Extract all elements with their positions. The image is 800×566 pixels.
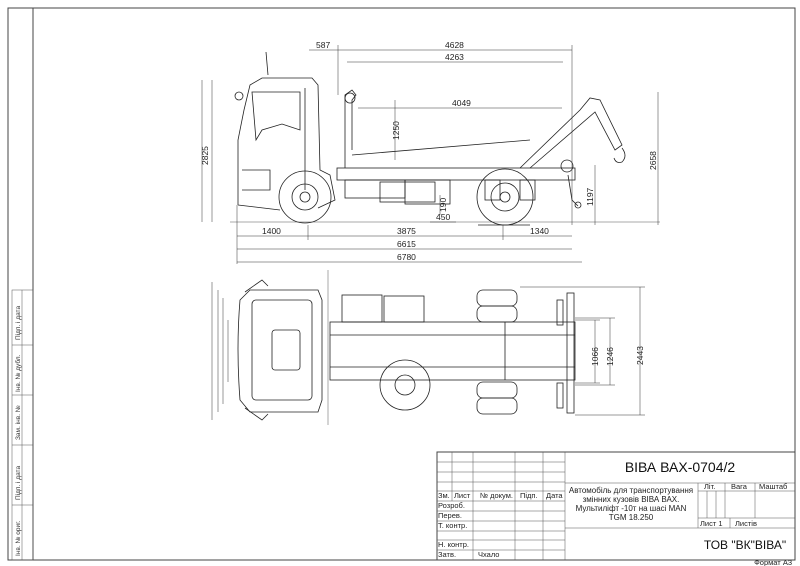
dim-4628: 4628 [445, 40, 464, 50]
top-view-truck [237, 270, 576, 425]
weight-label: Вага [731, 482, 748, 491]
dim-2658: 2658 [648, 151, 658, 170]
dim-1340: 1340 [530, 226, 549, 236]
dim-1197: 1197 [585, 187, 595, 206]
dim-4049: 4049 [452, 98, 471, 108]
dim-1250: 1250 [391, 121, 401, 140]
dim-2443: 2443 [635, 346, 645, 365]
side-view-truck [230, 51, 660, 226]
stamp-label: Інв. № ориг. [15, 520, 22, 556]
dim-6780: 6780 [397, 252, 416, 262]
header-doc-no: № докум. [480, 491, 513, 500]
dim-450: 450 [436, 212, 450, 222]
description-line: змінних кузовів ВІВА ВАХ. [583, 495, 680, 504]
side-view-dimensions: 587 4628 4263 4049 1250 2825 2658 1197 1… [200, 40, 659, 264]
company-name: ТОВ "ВК"ВІВА" [704, 538, 786, 552]
scale-label: Маштаб [759, 482, 787, 491]
dim-2825: 2825 [200, 146, 210, 165]
description-line: TGM 18.250 [609, 513, 654, 522]
role-developed: Розроб. [438, 501, 465, 510]
role-tech-control: Т. контр. [438, 521, 467, 530]
role-norm-control: Н. контр. [438, 540, 469, 549]
sheet-label: Лист 1 [700, 519, 723, 528]
dim-190: 190 [438, 198, 448, 212]
stamp-label: Підп. і дата [14, 466, 22, 500]
dim-587: 587 [316, 40, 330, 50]
stamp-label: Інв. № дубл. [14, 354, 22, 392]
stamp-label: Підп. і дата [14, 306, 22, 340]
role-approved: Затв. [438, 550, 456, 559]
paper-format: Формат А3 [754, 558, 792, 566]
role-checked: Перев. [438, 511, 462, 520]
stamp-label: Зам. інв. № [14, 405, 22, 440]
title-block: ВІВА ВАХ-0704/2 Автомобіль для транспорт… [436, 451, 796, 561]
description-line: Автомобіль для транспортування [569, 486, 693, 495]
dim-6615: 6615 [397, 239, 416, 249]
header-sheet: Лист [454, 491, 471, 500]
header-date: Дата [546, 491, 563, 500]
drawing-designation: ВІВА ВАХ-0704/2 [625, 459, 736, 475]
sheet-border [7, 7, 796, 561]
side-stamp: Підп. і дата Інв. № дубл. Зам. інв. № Пі… [11, 289, 34, 561]
dim-1400: 1400 [262, 226, 281, 236]
description-line: Мультиліфт -10т на шасі MAN [576, 504, 687, 513]
header-signature: Підп. [520, 491, 538, 500]
dim-3875: 3875 [397, 226, 416, 236]
header-change: Зм. [438, 491, 450, 500]
dim-1066: 1066 [590, 347, 600, 366]
dim-1246: 1246 [605, 347, 615, 366]
top-view-dimensions: 1066 1246 2443 [211, 282, 645, 420]
approved-by-name: Чхало [478, 550, 499, 559]
sheets-label: Листів [735, 519, 757, 528]
lit-label: Літ. [704, 482, 715, 491]
dim-4263: 4263 [445, 52, 464, 62]
